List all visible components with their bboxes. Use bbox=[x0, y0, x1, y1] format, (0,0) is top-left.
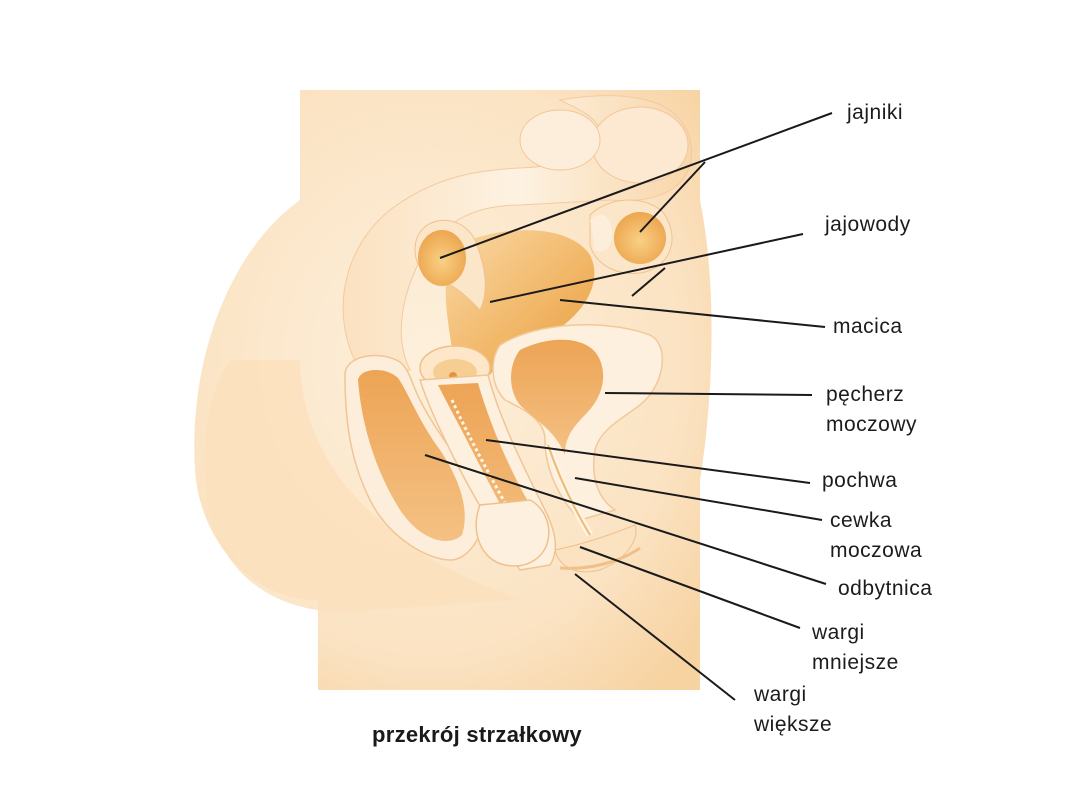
label-odbytnica: odbytnica bbox=[838, 577, 933, 600]
leader-lines bbox=[424, 112, 833, 701]
label-pecherz-moczowy: pęcherz moczowy bbox=[826, 383, 918, 436]
urethra bbox=[544, 443, 594, 537]
label-macica: macica bbox=[833, 315, 903, 338]
label-jajniki: jajniki bbox=[847, 101, 904, 124]
label-wargi-wieksze: wargi większe bbox=[754, 683, 833, 736]
label-cewka-moczowa: cewka moczowa bbox=[830, 509, 923, 562]
bladder bbox=[492, 324, 664, 521]
label-wargi-mniejsze: wargi mniejsze bbox=[812, 621, 899, 674]
rectum bbox=[344, 354, 484, 561]
label-jajowody: jajowody bbox=[825, 213, 911, 236]
diagram-caption: przekrój strzałkowy bbox=[372, 722, 582, 747]
intestines bbox=[342, 95, 692, 371]
label-pochwa: pochwa bbox=[822, 469, 898, 492]
